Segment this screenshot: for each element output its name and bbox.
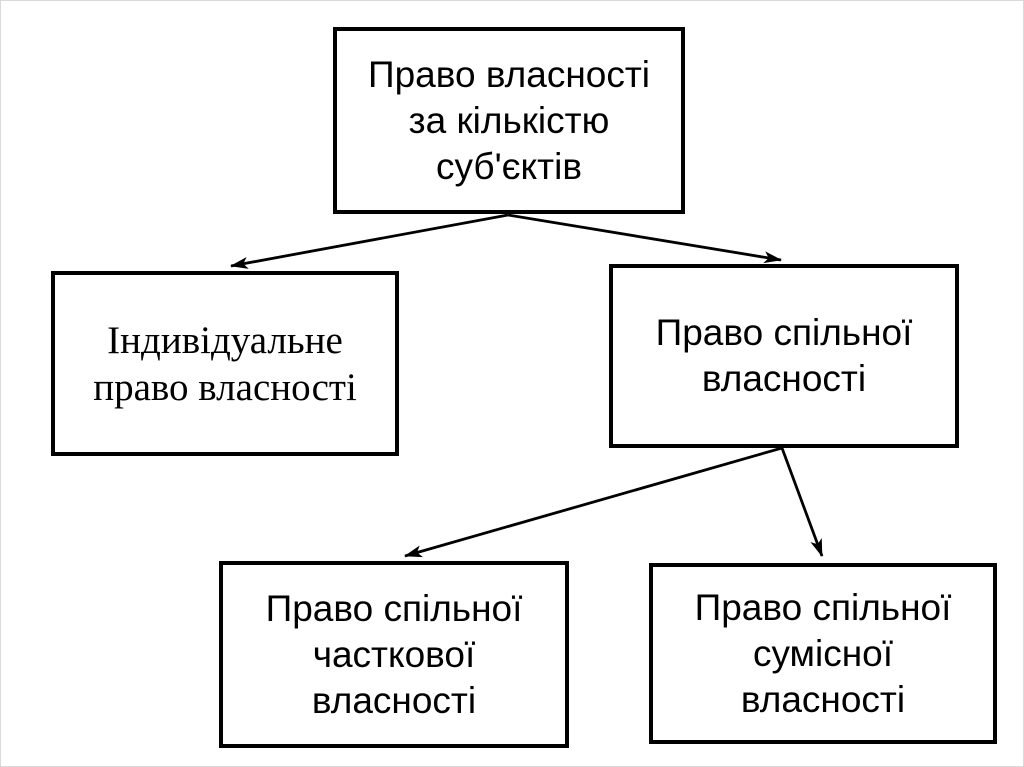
node-text-line: часткової <box>312 633 476 675</box>
arrow-root-to-individual <box>230 213 509 269</box>
node-common-property-right: Право спільної власності <box>609 264 959 448</box>
node-text-line: сумісної <box>752 632 894 674</box>
node-text-line: власності <box>311 679 477 721</box>
node-property-right-by-subjects: Право власності за кількістю суб'єктів <box>333 27 685 214</box>
arrow-common-to-joint <box>780 447 824 557</box>
node-text-line: Право спільної <box>694 586 952 628</box>
node-text-line: власності <box>701 358 867 399</box>
arrow-common-to-partial <box>404 446 783 558</box>
node-common-partial-property-right: Право спільної часткової власності <box>219 561 569 748</box>
node-text-line: власності <box>740 678 906 720</box>
node-text-line: Право спільної <box>655 312 913 353</box>
node-individual-property-right: Індивідуальне право власності <box>51 271 399 456</box>
node-text-line: за кількістю <box>408 99 610 141</box>
node-text-line: суб'єктів <box>436 145 582 187</box>
node-text-line: Індивідуальне <box>107 318 343 362</box>
node-text-line: Право спільної <box>265 587 523 629</box>
arrow-root-to-common <box>507 213 782 264</box>
node-text-line: право власності <box>93 365 357 409</box>
node-text-line: Право власності <box>368 53 650 95</box>
node-common-joint-property-right: Право спільної сумісної власності <box>649 563 997 744</box>
